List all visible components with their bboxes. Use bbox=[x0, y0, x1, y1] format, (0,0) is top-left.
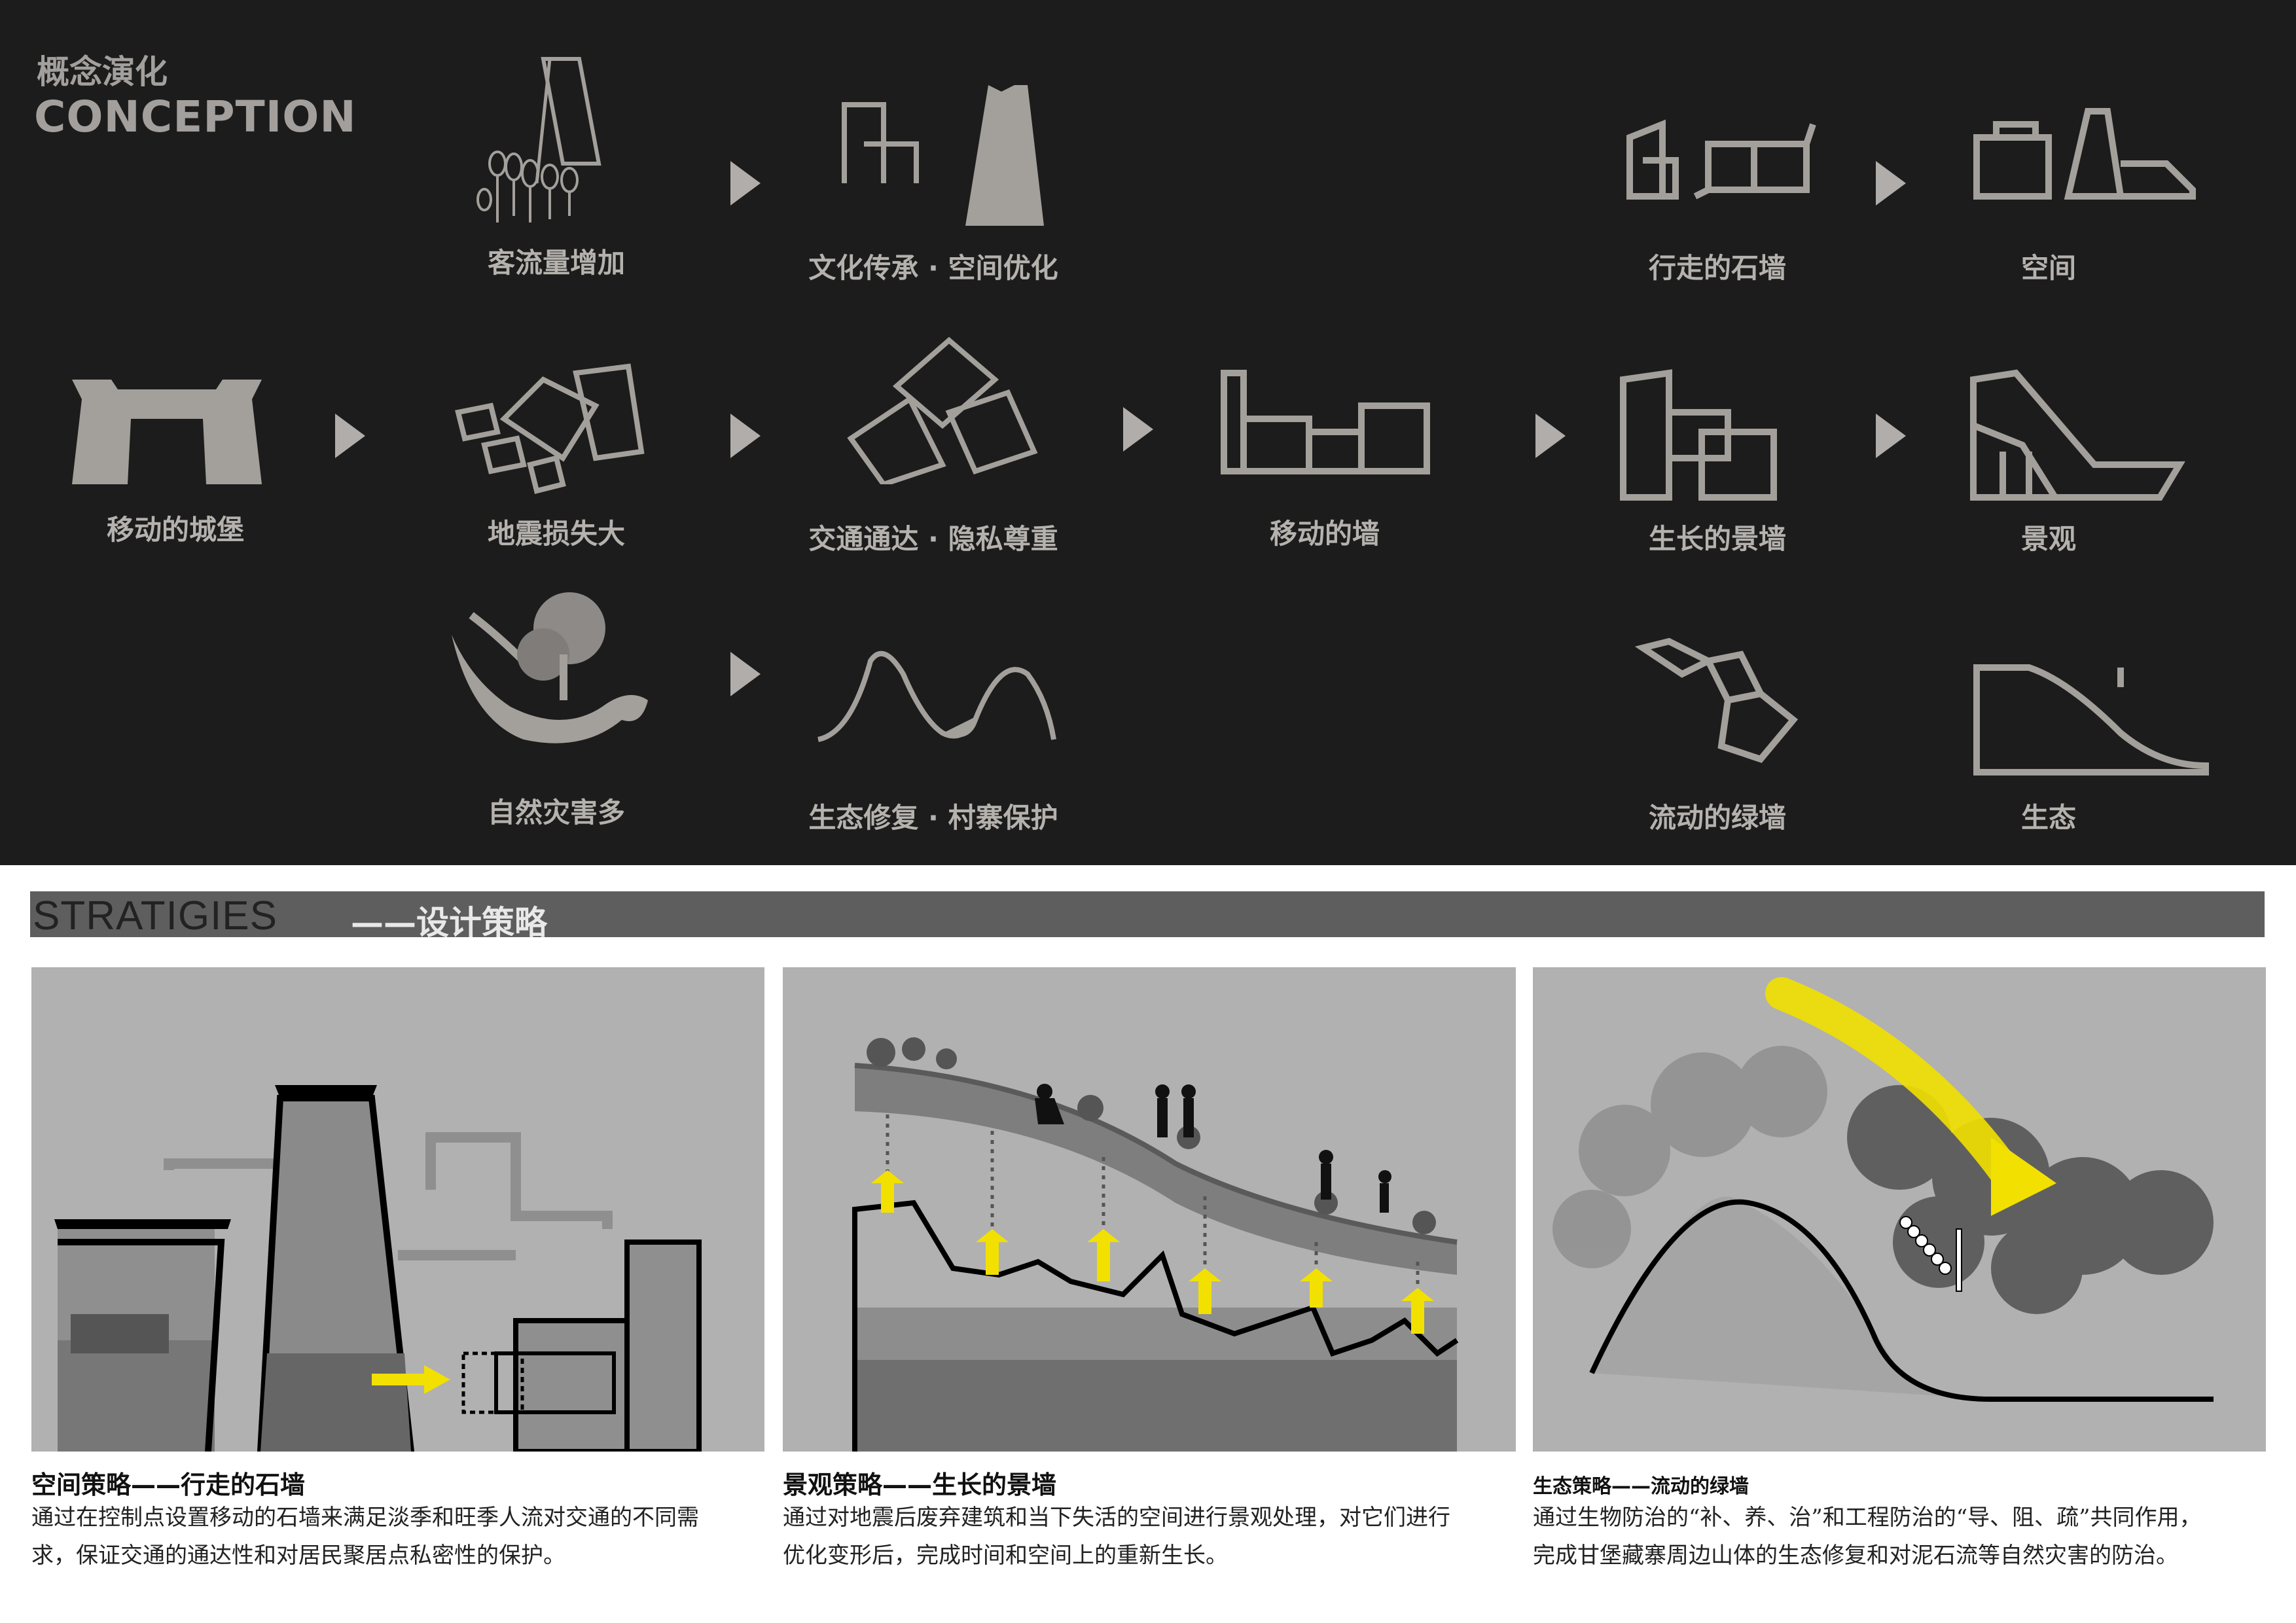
caption-line: 通过在控制点设置移动的石墙来满足淡季和旺季人流对交通的不同需 bbox=[31, 1505, 699, 1531]
node-label: 文化传承 · 空间优化 bbox=[808, 252, 1058, 284]
caption-body: 通过在控制点设置移动的石墙来满足淡季和旺季人流对交通的不同需 求，保证交通的通达… bbox=[31, 1499, 699, 1575]
node-label: 客流量增加 bbox=[487, 247, 626, 279]
flowing-green-wall-icon bbox=[1630, 635, 1806, 766]
caption-line: 通过生物防治的“补、养、治”和工程防治的“导、阻、疏”共同作用， bbox=[1533, 1505, 2202, 1531]
ecology-curve-icon bbox=[812, 648, 1060, 746]
natural-disaster-tree-icon bbox=[432, 576, 668, 766]
caption-title: 空间策略——行走的石墙 bbox=[31, 1471, 306, 1499]
caption-body: 通过生物防治的“补、养、治”和工程防治的“导、阻、疏”共同作用， 完成甘堡藏寨周… bbox=[1533, 1499, 2202, 1575]
caption-line: 通过对地震后废弃建筑和当下失活的空间进行景观处理，对它们进行 bbox=[783, 1505, 1450, 1531]
caption-line: 求，保证交通的通达性和对居民聚居点私密性的保护。 bbox=[31, 1543, 565, 1569]
arrow-icon bbox=[730, 652, 761, 696]
strategy-panel-space bbox=[31, 967, 764, 1452]
node-label: 移动的城堡 bbox=[106, 514, 245, 546]
caption-title: 景观策略——生长的景墙 bbox=[783, 1471, 1057, 1499]
arrow-icon bbox=[730, 161, 761, 205]
arrow-icon bbox=[1876, 161, 1906, 205]
strategy-panel-landscape bbox=[783, 967, 1516, 1452]
caption-line: 完成甘堡藏寨周边山体的生态修复和对泥石流等自然灾害的防治。 bbox=[1533, 1543, 2178, 1569]
caption-line: 优化变形后，完成时间和空间上的重新生长。 bbox=[783, 1543, 1228, 1569]
node-label: 空间 bbox=[2020, 252, 2077, 284]
strategies-banner: STRATIGIES ——设计策略 bbox=[30, 891, 2265, 942]
arrow-icon bbox=[1123, 407, 1153, 452]
conception-panel: 概念演化 CONCEPTION bbox=[0, 0, 2296, 865]
caption-title: 生态策略——流动的绿墙 bbox=[1533, 1475, 1749, 1498]
moving-wall-icon bbox=[1217, 366, 1433, 478]
landscape-slope-icon bbox=[1964, 366, 2193, 504]
traffic-privacy-blocks-icon bbox=[838, 334, 1054, 484]
node-label: 交通通达 · 隐私尊重 bbox=[808, 523, 1058, 555]
node-label: 景观 bbox=[2020, 523, 2077, 555]
arrow-icon bbox=[730, 414, 761, 458]
strategies-title-cn: ——设计策略 bbox=[351, 904, 547, 942]
arrow-icon bbox=[1535, 414, 1566, 458]
section-title-en: CONCEPTION bbox=[34, 92, 357, 142]
moving-castle-icon bbox=[65, 373, 268, 491]
ecology-slope-icon bbox=[1970, 654, 2212, 779]
caption-body: 通过对地震后废弃建筑和当下失活的空间进行景观处理，对它们进行 优化变形后，完成时… bbox=[783, 1499, 1450, 1575]
earthquake-rubble-icon bbox=[445, 353, 655, 497]
arrow-icon bbox=[335, 414, 365, 458]
crowd-tower-icon bbox=[458, 52, 615, 229]
node-label: 生态修复 · 村寨保护 bbox=[808, 802, 1058, 834]
arrow-icon bbox=[1876, 414, 1906, 458]
node-label: 生态 bbox=[2020, 802, 2077, 834]
node-label: 流动的绿墙 bbox=[1648, 802, 1787, 834]
node-label: 生长的景墙 bbox=[1648, 523, 1787, 555]
gate-wall-icon bbox=[838, 79, 956, 190]
walking-wall-blocks-icon bbox=[1623, 98, 1820, 203]
node-label: 自然灾害多 bbox=[487, 796, 626, 829]
strategies-title-en: STRATIGIES bbox=[33, 893, 278, 938]
growing-wall-icon bbox=[1617, 366, 1787, 504]
node-label: 移动的墙 bbox=[1269, 518, 1380, 550]
strategy-panel-ecology bbox=[1533, 967, 2266, 1452]
node-label: 行走的石墙 bbox=[1648, 252, 1787, 284]
section-title-cn: 概念演化 bbox=[37, 53, 168, 91]
node-label: 地震损失大 bbox=[487, 518, 626, 550]
space-blocks-icon bbox=[1970, 98, 2212, 203]
tower-icon bbox=[962, 79, 1047, 229]
